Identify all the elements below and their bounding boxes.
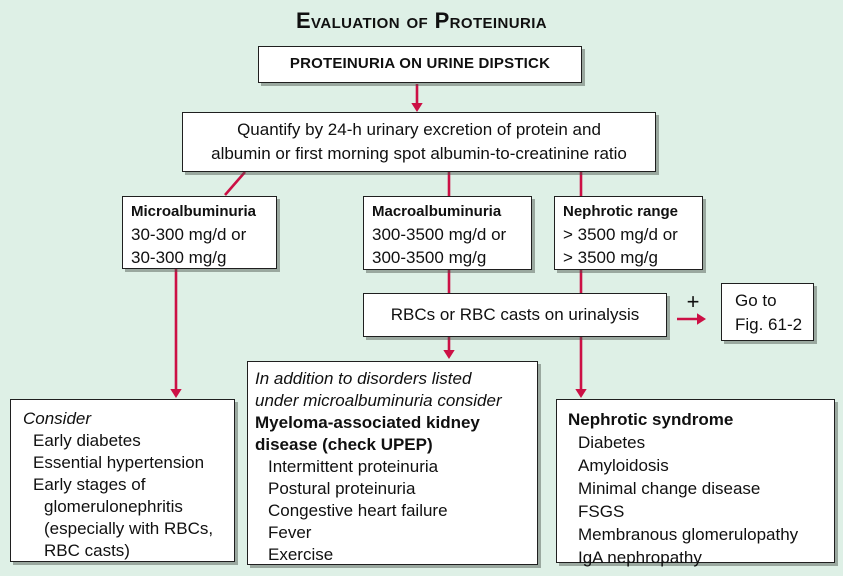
node-consider-list: Consider Early diabetes Essential hypert… — [10, 399, 235, 562]
node-text-line: 300-3500 mg/d or — [372, 225, 507, 244]
node-heading: Nephrotic range — [563, 203, 679, 220]
node-nephrotic-range: Nephrotic range > 3500 mg/d or > 3500 mg… — [554, 196, 703, 270]
arrow-right-icon — [677, 313, 706, 325]
node-text-line: Fig. 61-2 — [735, 315, 803, 334]
node-label: PROTEINURIA ON URINE DIPSTICK — [289, 55, 551, 72]
node-proteinuria-dipstick: PROTEINURIA ON URINE DIPSTICK — [258, 46, 582, 83]
node-text-line: 30-300 mg/d or — [131, 225, 247, 244]
list-item: Fever — [268, 523, 312, 542]
node-rbc-urinalysis: RBCs or RBC casts on urinalysis — [363, 293, 667, 337]
node-text-line: > 3500 mg/d or — [563, 225, 678, 244]
list-item: RBC casts) — [44, 541, 130, 560]
node-text-line: albumin or first morning spot albumin-to… — [211, 144, 627, 163]
node-quantify: Quantify by 24-h urinary excretion of pr… — [182, 112, 656, 172]
node-goto-fig-61-2: Go to Fig. 61-2 — [721, 283, 814, 341]
list-item: Intermittent proteinuria — [268, 457, 439, 476]
node-heading: Myeloma-associated kidney — [255, 413, 480, 432]
list-item: Essential hypertension — [33, 453, 205, 472]
node-text-line: 300-3500 mg/g — [372, 248, 487, 267]
list-item: Postural proteinuria — [268, 479, 416, 498]
plus-sign: + — [686, 289, 700, 314]
list-item: glomerulonephritis — [44, 497, 183, 516]
node-nephrotic-syndrome-list: Nephrotic syndrome Diabetes Amyloidosis … — [556, 399, 835, 567]
node-text-line: Go to — [735, 291, 777, 310]
node-microalbuminuria: Microalbuminuria 30-300 mg/d or 30-300 m… — [122, 196, 277, 269]
node-text-line: 30-300 mg/g — [131, 248, 227, 267]
node-myeloma-list: In addition to disorders listed under mi… — [247, 361, 538, 565]
list-item: Diabetes — [578, 433, 646, 452]
page-title: Evaluation of Proteinuria — [295, 8, 547, 33]
node-text-line: > 3500 mg/g — [563, 248, 658, 267]
arrow-down-icon — [411, 84, 423, 112]
list-item: Membranous glomerulopathy — [578, 525, 799, 544]
node-heading: Microalbuminuria — [131, 203, 257, 220]
node-heading: disease (check UPEP) — [255, 435, 433, 454]
connector-quantify-micro — [224, 171, 246, 196]
list-item: Minimal change disease — [578, 479, 761, 498]
list-item: Amyloidosis — [578, 456, 669, 475]
list-item: (especially with RBCs, — [44, 519, 214, 538]
list-item: Congestive heart failure — [268, 501, 448, 520]
list-item: Exercise — [268, 545, 334, 564]
node-note-line: In addition to disorders listed — [255, 369, 472, 388]
node-heading: Macroalbuminuria — [372, 203, 502, 220]
node-note-line: under microalbuminuria consider — [255, 391, 502, 410]
node-heading: Consider — [23, 409, 92, 428]
arrow-down-icon — [443, 337, 455, 359]
node-text-line: Quantify by 24-h urinary excretion of pr… — [237, 120, 601, 139]
list-item: Early stages of — [33, 475, 146, 494]
node-label: RBCs or RBC casts on urinalysis — [390, 305, 640, 324]
arrow-down-icon — [170, 268, 182, 398]
list-item: Early diabetes — [33, 431, 141, 450]
list-item: FSGS — [578, 502, 625, 521]
list-item: IgA nephropathy — [578, 548, 702, 567]
node-heading: Nephrotic syndrome — [568, 410, 734, 429]
node-macroalbuminuria: Macroalbuminuria 300-3500 mg/d or 300-35… — [363, 196, 532, 270]
